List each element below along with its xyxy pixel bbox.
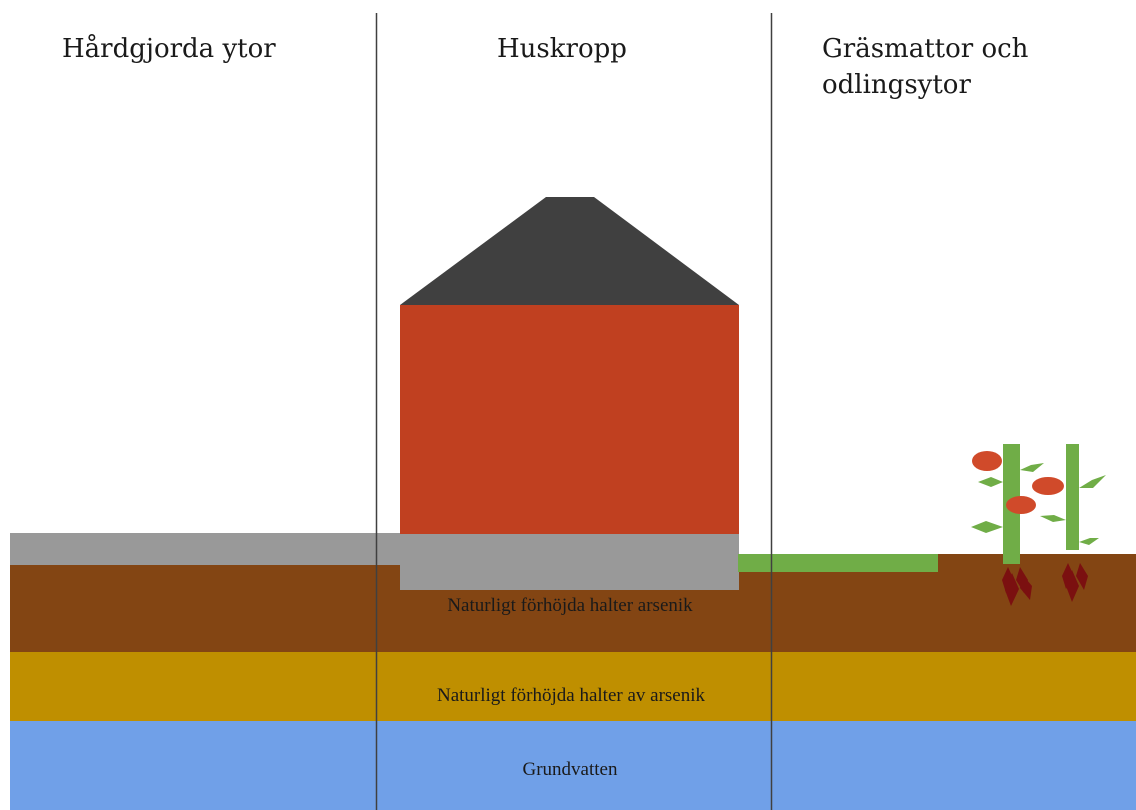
- column-title-paved-surfaces: Hårdgjorda ytor: [62, 34, 276, 64]
- column-title-house: Huskropp: [497, 34, 627, 64]
- plant-right-leaf-upper: [1079, 475, 1106, 488]
- house-foundation: [400, 533, 739, 590]
- plant-right-flower: [1032, 477, 1064, 495]
- groundwater-layer: [10, 721, 1136, 810]
- house-wall: [400, 305, 739, 534]
- plant-right-leaf-left: [1040, 515, 1066, 522]
- plant-left-leaf-right: [1020, 463, 1044, 472]
- lawn-strip: [738, 554, 938, 572]
- house-roof: [400, 197, 739, 305]
- subsoil-layer: [10, 652, 1136, 721]
- column-title-lawns-line1: Gräsmattor och: [822, 34, 1029, 64]
- subsoil-label: Naturligt förhöjda halter av arsenik: [436, 685, 706, 706]
- column-title-lawns-line2: odlingsytor: [822, 70, 971, 100]
- plant-right: [1032, 444, 1106, 602]
- plant-left-flower: [972, 451, 1002, 471]
- plant-right-stem: [1066, 444, 1079, 550]
- plant-left-leaf-lower: [971, 521, 1003, 533]
- plant-right-leaf-lower: [1079, 538, 1099, 545]
- plant-left-roots: [1002, 567, 1032, 606]
- paved-surface: [10, 533, 401, 565]
- plant-right-roots: [1062, 563, 1088, 602]
- plant-middle-flower: [1006, 496, 1036, 514]
- plant-left-leaf-upper: [978, 477, 1003, 487]
- groundwater-label: Grundvatten: [522, 759, 618, 780]
- topsoil-label: Naturligt förhöjda halter arsenik: [447, 595, 693, 616]
